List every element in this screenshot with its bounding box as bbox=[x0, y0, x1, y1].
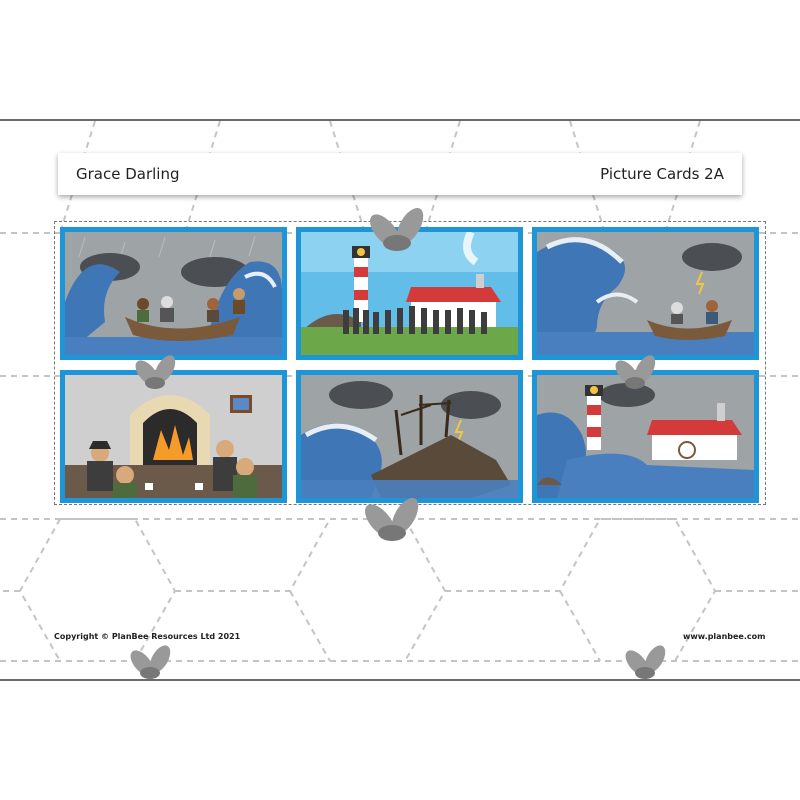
copyright-notice: Copyright © PlanBee Resources Ltd 2021 bbox=[54, 632, 241, 641]
picture-card-4[interactable] bbox=[60, 370, 287, 503]
card-6-illustration bbox=[537, 375, 754, 498]
worksheet-page: Grace Darling Picture Cards 2A bbox=[0, 119, 800, 681]
bee-watermark-icon bbox=[135, 355, 176, 389]
bee-watermark-icon bbox=[615, 355, 656, 389]
card-2-illustration bbox=[301, 232, 518, 355]
website-link[interactable]: www.planbee.com bbox=[683, 632, 766, 641]
card-3-illustration bbox=[537, 232, 754, 355]
card-4-illustration bbox=[65, 375, 282, 498]
bee-watermark-icon bbox=[370, 207, 424, 251]
picture-card-1[interactable] bbox=[60, 227, 287, 360]
picture-card-2[interactable] bbox=[296, 227, 523, 360]
card-1-illustration bbox=[65, 232, 282, 355]
bee-watermark-icon bbox=[625, 645, 666, 679]
bee-watermark-icon bbox=[130, 645, 171, 679]
bee-watermark-icon bbox=[365, 497, 419, 541]
page-title: Grace Darling bbox=[76, 165, 180, 183]
picture-card-6[interactable] bbox=[532, 370, 759, 503]
picture-card-grid bbox=[54, 221, 766, 505]
page-subtitle: Picture Cards 2A bbox=[600, 165, 724, 183]
page-header: Grace Darling Picture Cards 2A bbox=[58, 153, 742, 195]
card-5-illustration bbox=[301, 375, 518, 498]
picture-card-3[interactable] bbox=[532, 227, 759, 360]
picture-card-5[interactable] bbox=[296, 370, 523, 503]
